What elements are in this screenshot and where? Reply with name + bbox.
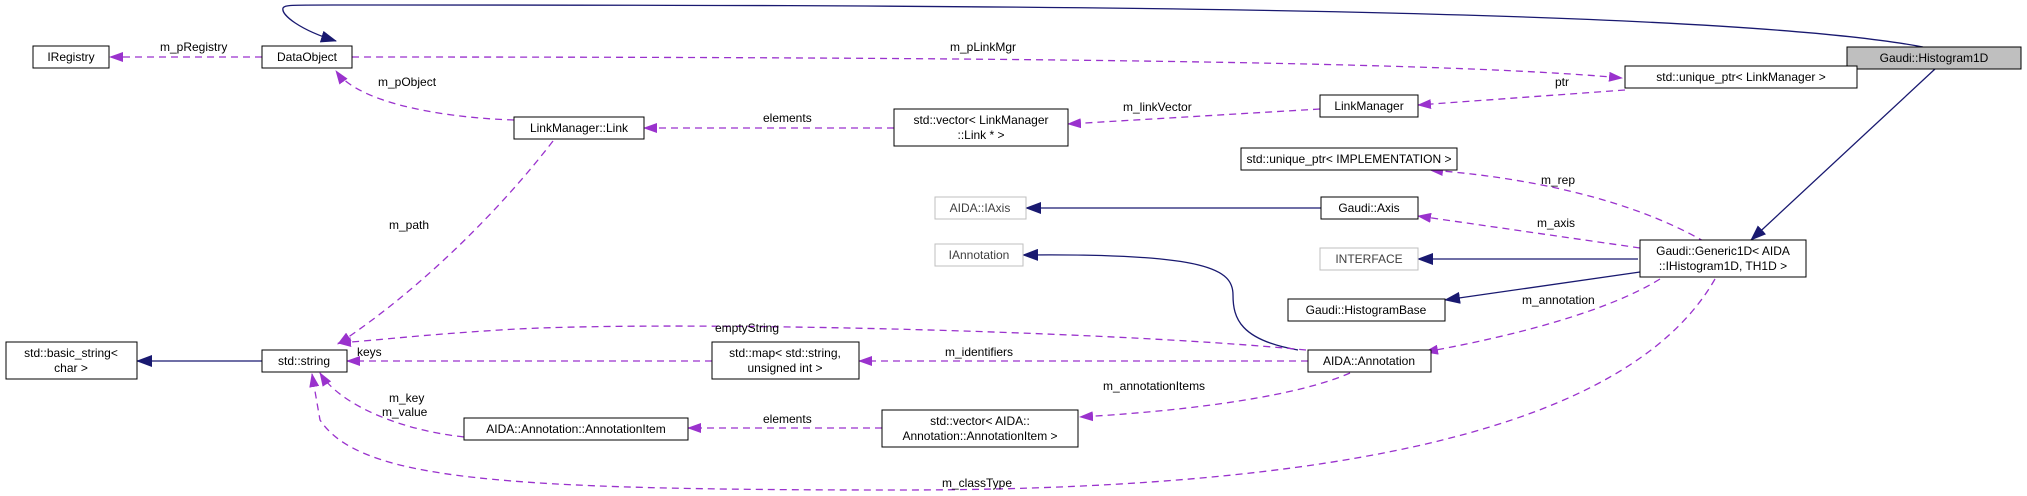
edge-label-m-annotation: m_annotation [1522,293,1595,307]
edge-label-m-rep: m_rep [1541,173,1575,187]
node-label: LinkManager::Link [530,121,629,135]
edge-unique-ptr-to-linkmanager [1417,89,1626,110]
node-label-line-2: ::IHistogram1D, TH1D > [1659,259,1787,273]
node-label: DataObject [277,50,338,64]
node-dataobject[interactable]: DataObject [261,45,353,69]
edge-annotation-to-iannotation [1022,248,1299,351]
edge-label-m-pobject: m_pObject [378,75,437,89]
node-label: IRegistry [47,50,94,64]
edge-link-to-dataobject [335,70,515,121]
node-linkmanager-link[interactable]: LinkManager::Link [513,116,645,140]
node-aida-iaxis[interactable]: AIDA::IAxis [934,196,1027,220]
edge-generic1d-to-axis [1417,212,1641,249]
edge-dataobject-to-unique-ptr-linkmanager [351,56,1623,82]
node-label: AIDA::Annotation [1323,354,1415,368]
node-label: std::unique_ptr< IMPLEMENTATION > [1247,152,1452,166]
edge-label-m-classtype: m_classType [942,476,1012,490]
edge-annotation-to-string-emptystring [337,325,1307,351]
node-label-line-2: char > [54,361,88,375]
edge-histogram1d-to-generic1d [1750,68,1936,241]
node-label-line-2: Annotation::AnnotationItem > [902,429,1057,443]
node-label-line-1: std::basic_string< [24,346,118,360]
node-label: Gaudi::HistogramBase [1306,303,1427,317]
node-label-line-1: std::map< std::string, [729,346,841,360]
node-iannotation[interactable]: IAnnotation [934,243,1024,267]
edge-label-m-value: m_value [382,405,428,419]
edge-label-m-axis: m_axis [1537,216,1575,230]
edge-label-ptr: ptr [1555,75,1569,89]
edge-histogram1d-to-dataobject [282,4,1924,48]
node-basic-string[interactable]: std::basic_string< char > [5,341,138,380]
node-label: std::unique_ptr< LinkManager > [1656,70,1825,84]
node-gaudi-axis[interactable]: Gaudi::Axis [1320,196,1419,220]
node-label: AIDA::IAxis [950,201,1011,215]
node-label-line-1: std::vector< LinkManager [913,113,1048,127]
edge-label-m-plinkmgr: m_pLinkMgr [950,40,1016,54]
node-label: std::string [278,354,330,368]
node-label-line-1: Gaudi::Generic1D< AIDA [1656,244,1790,258]
edge-label-elements-item: elements [763,412,812,426]
edge-label-m-identifiers: m_identifiers [945,345,1013,359]
node-label-line-1: std::vector< AIDA:: [930,414,1030,428]
node-annotation-item[interactable]: AIDA::Annotation::AnnotationItem [463,417,689,441]
edge-link-to-string [337,140,554,345]
node-label: AIDA::Annotation::AnnotationItem [486,422,665,436]
edge-label-m-path: m_path [389,218,429,232]
edge-generic1d-to-histogrambase [1444,271,1641,304]
node-label-line-2: ::Link * > [957,128,1004,142]
node-label: LinkManager [1334,99,1403,113]
edge-label-elements-link: elements [763,111,812,125]
edge-linkmanager-to-vector-link [1067,108,1321,129]
node-std-string[interactable]: std::string [261,349,348,373]
node-label: INTERFACE [1335,252,1402,266]
node-interface[interactable]: INTERFACE [1319,247,1419,271]
node-label: Gaudi::Axis [1338,201,1399,215]
edge-generic1d-to-unique-ptr-impl [1429,166,1706,243]
node-unique-ptr-linkmanager[interactable]: std::unique_ptr< LinkManager > [1624,65,1858,89]
edge-label-m-annotationitems: m_annotationItems [1103,379,1205,393]
node-gaudi-histogrambase[interactable]: Gaudi::HistogramBase [1287,298,1446,322]
edge-label-m-key: m_key [389,391,424,405]
node-linkmanager[interactable]: LinkManager [1319,94,1419,118]
edge-label-m-pregistry: m_pRegistry [160,40,227,54]
edge-label-keys: keys [357,345,382,359]
edge-generic1d-to-string-classtype [309,278,1716,491]
node-gaudi-generic1d[interactable]: Gaudi::Generic1D< AIDA ::IHistogram1D, T… [1639,239,1807,278]
node-aida-annotation[interactable]: AIDA::Annotation [1307,349,1432,373]
edge-label-m-linkvector: m_linkVector [1123,100,1192,114]
node-iregistry[interactable]: IRegistry [32,45,110,69]
node-gaudi-histogram1d[interactable]: Gaudi::Histogram1D [1846,46,2022,70]
edge-generic1d-to-annotation [1424,278,1661,355]
edge-item-to-string [319,372,465,438]
node-vector-link[interactable]: std::vector< LinkManager ::Link * > [893,108,1069,147]
node-label: IAnnotation [949,248,1010,262]
edge-annotation-to-vector-item [1079,372,1351,422]
node-label: Gaudi::Histogram1D [1880,51,1989,65]
node-vector-annotation-item[interactable]: std::vector< AIDA:: Annotation::Annotati… [881,409,1079,448]
node-unique-ptr-implementation[interactable]: std::unique_ptr< IMPLEMENTATION > [1240,147,1458,171]
node-label-line-2: unsigned int > [747,361,822,375]
node-std-map[interactable]: std::map< std::string, unsigned int > [711,341,860,380]
edge-label-emptystring: emptyString [715,321,779,335]
